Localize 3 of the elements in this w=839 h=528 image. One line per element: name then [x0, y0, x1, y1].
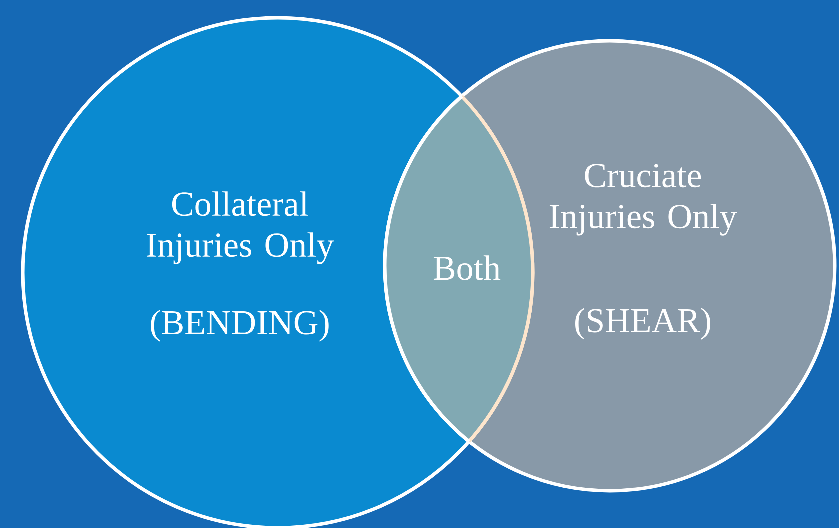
- node-label: Cruciate Injuries Only: [550, 164, 738, 236]
- node-label: (SHEAR): [576, 308, 710, 340]
- overlap-region: Both: [383, 39, 535, 493]
